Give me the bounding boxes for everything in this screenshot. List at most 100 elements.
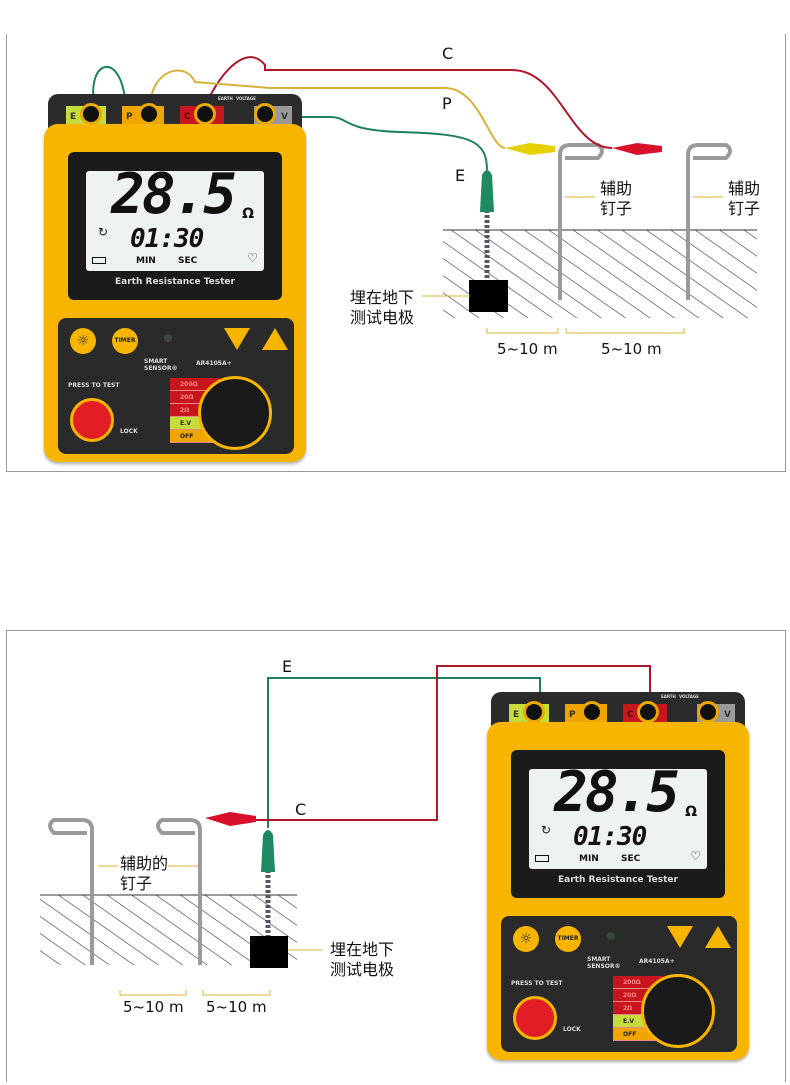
unit-ohm: Ω [242,206,254,222]
backlight-button[interactable]: ☼ [513,926,539,952]
yellow-clip [505,143,555,155]
jack-p[interactable] [581,701,603,723]
min-label: MIN [136,256,156,266]
timer-icon: ↻ [98,225,109,239]
wire-c [204,56,613,149]
jack-c[interactable] [637,701,659,723]
jack-e[interactable] [80,103,102,125]
meter-body: 28.5 Ω 01:30 MIN SEC ↻ ♡ Earth Resistanc… [44,124,306,462]
lock-label: LOCK [563,1026,581,1033]
distance-label-3: 5~10 m [123,998,184,1016]
jack-e[interactable] [523,701,545,723]
label-line: 辅助的 [120,854,169,873]
lcd-screen: 28.5 Ω 01:30 MIN SEC ↻ ♡ [86,162,264,271]
label-wire-c: C [442,44,454,63]
label-line: 辅助 [728,179,761,198]
status-led [164,334,172,342]
test-button[interactable] [513,996,557,1040]
diagram-panel-2 [6,630,786,1082]
wire-c-2 [256,665,651,821]
sec-label: SEC [621,854,641,864]
label-line: 钉子 [728,199,761,218]
jack-c[interactable] [194,103,216,125]
buried-electrode-2 [250,936,288,968]
resistance-reading: 28.5 [554,760,680,825]
timer-reading: 01:30 [573,822,647,852]
red-clip [612,143,662,155]
earth-resistance-tester-2: E P C EARTH VOLTAGE V 28.5 Ω 01:30 MIN S… [487,692,749,1060]
label-line: 测试电极 [350,308,415,327]
test-button[interactable] [70,398,114,442]
timer-button[interactable]: TIMER [112,328,138,354]
label-aux-stakes: 辅助的钉子 [120,854,168,894]
model-number: AR4105A+ [639,958,675,965]
up-button[interactable] [262,328,288,350]
resistance-reading: 28.5 [111,162,237,227]
buried-electrode [469,280,508,312]
distance-label-4: 5~10 m [206,998,267,1016]
device-title: Earth Resistance Tester [115,277,235,287]
up-button[interactable] [705,926,731,948]
device-title: Earth Resistance Tester [558,875,678,885]
wire-e [92,66,488,171]
distance-label-1: 5~10 m [497,340,558,358]
timer-icon: ↻ [541,823,552,837]
label-wire-e: E [455,166,466,185]
earth-resistance-tester-1: E P C EARTH VOLTAGE V 28.5 Ω 01:30 MIN S… [44,94,306,462]
red-clip-2 [205,812,256,826]
lcd-frame: 28.5 Ω 01:30 MIN SEC ↻ ♡ Earth Resistanc… [511,750,725,898]
brand-logo: SMART SENSOR® [144,358,178,372]
label-line: 钉子 [600,199,633,218]
lcd-frame: 28.5 Ω 01:30 MIN SEC ↻ ♡ Earth Resistanc… [68,152,282,300]
aux-stake-3 [48,818,94,965]
press-to-test-label: PRESS TO TEST [68,382,120,389]
label-aux-stake-1: 辅助钉子 [600,179,632,219]
brand-logo: SMART SENSOR® [587,956,621,970]
jack-p[interactable] [138,103,160,125]
lock-label: LOCK [120,428,138,435]
label-buried-electrode: 埋在地下测试电极 [350,288,414,328]
control-panel: ☼ TIMER SMART SENSOR® AR4105A+ PRESS TO … [501,916,737,1052]
control-panel: ☼ TIMER SMART SENSOR® AR4105A+ PRESS TO … [58,318,294,454]
timer-reading: 01:30 [130,224,204,254]
backlight-icon: ♡ [690,849,701,863]
voltage-label: VOLTAGE [679,694,699,699]
battery-icon [535,855,549,862]
voltage-label: VOLTAGE [236,96,256,101]
aux-stake-2 [686,143,732,300]
battery-icon [92,257,106,264]
status-led [607,932,615,940]
press-to-test-label: PRESS TO TEST [511,980,563,987]
lcd-screen: 28.5 Ω 01:30 MIN SEC ↻ ♡ [529,760,707,869]
green-clip-2 [261,830,275,872]
label-line: 测试电极 [330,960,395,979]
backlight-icon: ♡ [247,251,258,265]
label-buried-electrode-2: 埋在地下测试电极 [330,940,394,980]
sun-icon: ☼ [76,333,90,349]
unit-ohm: Ω [685,804,697,820]
model-number: AR4105A+ [196,360,232,367]
aux-stake-4 [156,818,202,965]
timer-button[interactable]: TIMER [555,926,581,952]
label-wire-c-2: C [295,800,307,819]
label-line: 埋在地下 [330,940,395,959]
down-button[interactable] [224,328,250,350]
aux-stake-1 [558,143,604,300]
label-line: 埋在地下 [350,288,415,307]
jack-v[interactable] [254,103,276,125]
min-label: MIN [579,854,599,864]
sun-icon: ☼ [519,931,533,947]
wire-p [149,69,506,149]
down-button[interactable] [667,926,693,948]
range-selector-knob[interactable] [198,376,272,450]
label-line: 钉子 [120,874,153,893]
distance-label-2: 5~10 m [601,340,662,358]
label-line: 辅助 [600,179,633,198]
range-selector-knob[interactable] [641,974,715,1048]
sec-label: SEC [178,256,198,266]
jack-v[interactable] [697,701,719,723]
earth-label: EARTH [661,694,676,699]
meter-body: 28.5 Ω 01:30 MIN SEC ↻ ♡ Earth Resistanc… [487,722,749,1060]
backlight-button[interactable]: ☼ [70,328,96,354]
earth-label: EARTH [218,96,233,101]
